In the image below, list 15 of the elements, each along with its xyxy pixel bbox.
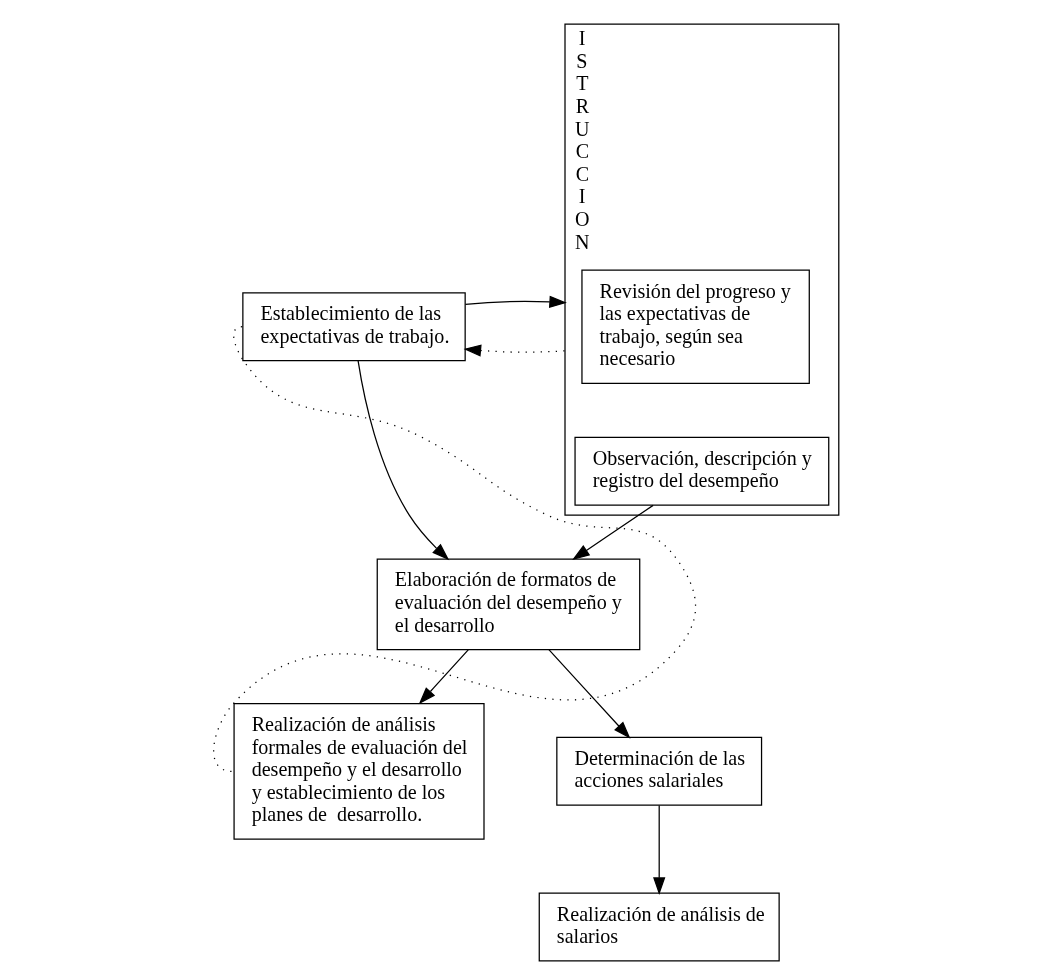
arrow (464, 295, 567, 308)
node-box: Realización de análisis formales de evaluación del desempeño y el desarrollo y establecimiento de los planes de desarrollo. (232, 702, 485, 840)
arrow (463, 343, 566, 357)
arrow (547, 648, 630, 739)
node-box: Elaboración de formatos de evaluación del desempeño y el desarrollo (376, 557, 640, 650)
connector (212, 325, 696, 772)
node-box: Realización de análisis de salarios (538, 892, 780, 962)
arrow (652, 804, 665, 895)
node-box: Determinación de las acciones salariales (555, 736, 762, 806)
node-box: Establecimiento de las expectativas de trabajo. (241, 291, 466, 361)
node-box: Revisión del progreso y las expectativas de trabajo, según sea necesario (580, 269, 810, 384)
arrow (418, 648, 469, 704)
node-box: Observación, descripción y registro del desempeño (573, 436, 829, 506)
arrow (571, 504, 654, 560)
arrow (356, 359, 449, 560)
